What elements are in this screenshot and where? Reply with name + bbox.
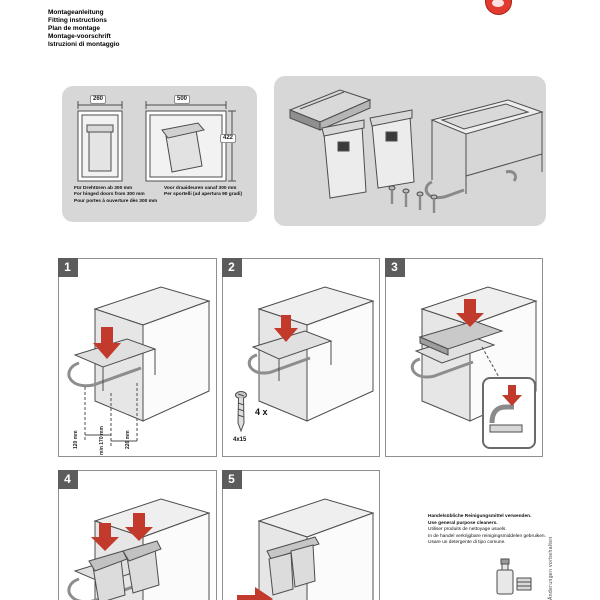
detail-leader-line [481,346,501,380]
step-2-number: 2 [221,257,242,277]
waste-bin-part-1 [321,119,367,199]
screw-count-label: 4 x [255,407,268,417]
cabinet-front-right [145,101,236,182]
red-arrow-down-icon [91,523,119,551]
door-note-en: For hinged doors from 300 mm [74,192,145,198]
door-note-fr: Pour portes à ouverture dès 300 mm [74,198,158,204]
step-4-drawing [67,498,211,600]
cleaning-it: Usare un detergente di tipo comune. [428,540,506,546]
lid-drawing [418,320,504,356]
step-5-drawing [237,498,375,600]
cleaning-en: Use general purpose cleaners. [428,520,498,526]
lid-part [288,89,372,131]
dim-label-120: 120 mm [73,430,79,449]
cleaning-fr: Utiliser produits de nettoyage usuels. [428,527,507,533]
brand-logo-inner [492,0,504,7]
title-nl: Montage-voorschrift [48,33,111,40]
step-4-number: 4 [57,469,78,489]
red-arrow-down-icon [274,315,298,342]
screws-part [388,185,438,213]
bin-drawing-2 [122,540,162,594]
dim-422: 422 [220,134,237,143]
step-5-box: 5 [221,469,380,600]
step-1-number: 1 [57,257,78,277]
door-note-it: Per sportelli (ad apertura 90 gradi) [164,192,243,198]
side-fine-print: Änderungen vorbehalten [548,536,554,600]
dimension-lines [84,383,138,447]
cabinet-front-left [77,101,123,182]
dim-label-min170: min 170 mm [99,426,105,455]
parts-overview-drawing [288,89,544,213]
cleaning-note: Handelsübliche Reinigungsmittel verwende… [428,514,552,547]
title-block: Montageanleitung Fitting instructions Pl… [48,9,120,49]
door-note-de: Für Drehtüren ab 300 mm [74,186,133,191]
step-1-box: 1 120 mm min 170 mm 2 [57,257,217,457]
dim-label-226: 226 mm [125,430,131,449]
clip-detail-drawing [489,385,523,433]
step-3-box: 3 [384,257,543,457]
brand-logo [485,0,512,15]
cleaning-de: Handelsübliche Reinigungsmittel verwende… [428,514,532,519]
waste-bin-part-2 [369,109,415,189]
cleaning-nl: In de handel verkrijgbare reinigingsmidd… [428,533,546,539]
screw-icon [235,391,247,433]
detail-inset [482,377,536,449]
detergent-bottle-illustration [496,558,532,595]
dimension-panel: 260 500 422 Für Drehtüren ab 300 mm For … [62,86,257,222]
title-de: Montageanleitung [48,9,104,16]
door-note-nl: Voor draaideuren vanaf 300 mm [164,186,237,191]
red-arrow-down-icon [93,327,121,359]
step-5-number: 5 [221,469,242,489]
dim-260: 260 [90,95,107,104]
frame-part [424,99,544,200]
pullout-frame-drawing [67,338,157,391]
title-en: Fitting instructions [48,17,107,24]
dim-500: 500 [174,95,191,104]
red-arrow-down-icon [125,513,153,541]
screw-size-label: 4x15 [233,437,247,443]
red-arrow-right-icon [237,587,273,600]
door-note-left: Für Drehtüren ab 300 mm For hinged doors… [74,186,157,205]
parts-panel [274,76,546,226]
door-note-right: Voor draaideuren vanaf 300 mm Per sporte… [164,186,242,199]
title-it: Istruzioni di montaggio [48,41,120,48]
step-4-box: 4 [57,469,217,600]
step-2-box: 2 4 x 4x15 [221,257,380,457]
red-arrow-down-icon [456,299,484,327]
red-arrow-down-icon [502,385,522,406]
step-1-drawing [67,286,211,447]
title-fr: Plan de montage [48,25,101,32]
step-2-drawing [235,286,375,433]
step-3-number: 3 [384,257,405,277]
cabinet-dimension-drawing [77,101,236,182]
